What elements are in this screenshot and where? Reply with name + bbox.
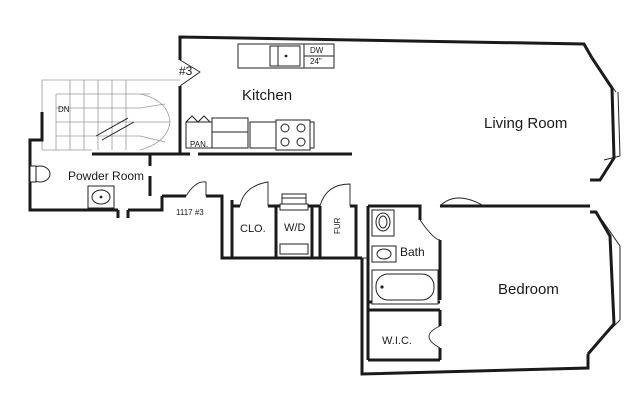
bedroom-label: Bedroom [498,281,559,298]
washer-dryer-label: W/D [284,222,305,234]
doors [179,59,485,349]
kitchen-label: Kitchen [242,87,292,104]
living-room-label: Living Room [484,115,567,132]
powder-room-label: Powder Room [68,169,144,183]
walk-in-closet-label: W.I.C. [382,335,412,347]
exterior-walls [28,35,621,376]
closet-label: CLO. [240,223,266,235]
room-labels: Kitchen Living Room Powder Room Bedroom … [68,64,567,347]
stair-down-label: DN [58,105,70,114]
bath-label: Bath [400,245,425,259]
unit-entry-label: 1117 #3 [176,208,204,217]
unit-number-label: #3 [179,64,193,78]
furnace-label: FUR [333,217,342,234]
interior-walls [230,200,590,362]
dishwasher-size-label: 24" [310,57,322,66]
pantry-label: PAN. [190,140,208,149]
staircase: DN [41,79,180,151]
bath-fixtures [29,165,439,305]
dishwasher-label: DW [310,46,324,55]
kitchen-fixtures: DW 24" PAN. [185,43,335,151]
